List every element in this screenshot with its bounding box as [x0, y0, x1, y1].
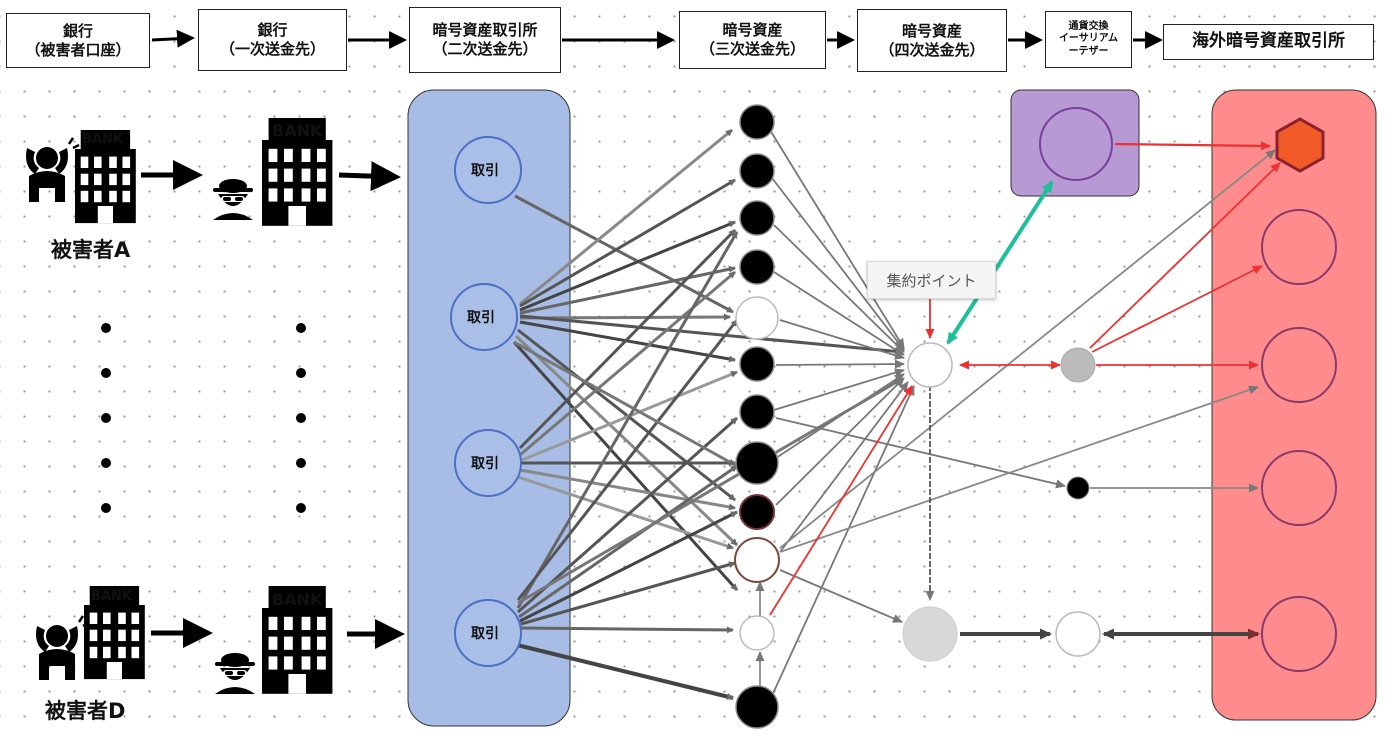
- svg-text:BANK: BANK: [91, 589, 133, 604]
- ellipsis-dots: [101, 323, 306, 513]
- wallet-node: [735, 685, 779, 729]
- victim-person-icon: [24, 136, 81, 204]
- svg-text:BANK: BANK: [82, 132, 124, 147]
- teal-swap-flow: [946, 180, 1054, 345]
- wallet-node: [735, 296, 779, 340]
- wallet-node: [739, 494, 775, 530]
- victim-a-row: BANK BANK: [24, 118, 401, 226]
- trade-node: [454, 136, 522, 204]
- wallet-node: [739, 249, 775, 285]
- header-step-third-transfer: 暗号資産 （三次送金先）: [679, 11, 826, 69]
- wallet-node: [739, 615, 775, 651]
- wallet-node: [739, 346, 775, 382]
- victim-d-row: BANK BANK: [34, 586, 405, 694]
- header-step-fourth-transfer: 暗号資産 （四次送金先）: [857, 9, 1007, 72]
- aggregation-point-label: 集約ポイント: [867, 261, 996, 299]
- trade-node: [450, 283, 518, 351]
- fourth-hop-node: [1055, 611, 1101, 657]
- trade-label: 取引: [471, 456, 499, 472]
- trade-node: [454, 429, 522, 497]
- wallet-to-aggregation-edges: [755, 129, 1276, 701]
- fourth-hop-node: [1060, 347, 1096, 383]
- wallet-node: [739, 153, 775, 189]
- trade-node: [454, 599, 522, 667]
- wallet-nodes: [734, 104, 780, 729]
- victim-a-label: 被害者A: [51, 238, 131, 262]
- hexagon-icon: [1275, 117, 1325, 173]
- wallet-node: [739, 394, 775, 430]
- swap-node: [1039, 107, 1113, 181]
- overseas-wallet: [1261, 450, 1337, 526]
- trade-label: 取引: [471, 626, 499, 642]
- svg-text:BANK: BANK: [272, 121, 323, 140]
- header-step-first-transfer: 銀行 （一次送金先）: [198, 9, 347, 71]
- hooded-criminal-icon: [213, 179, 253, 220]
- victim-person-icon: [34, 614, 91, 682]
- wallet-node: [739, 104, 775, 140]
- trade-to-wallet-edges: [512, 128, 903, 700]
- trade-label: 取引: [471, 163, 499, 179]
- header-step-currency-swap: 通貨交換 イーサリアム ーテザー: [1045, 11, 1132, 68]
- header-step-victim-bank: 銀行 （被害者口座）: [6, 13, 150, 68]
- overseas-wallet: [1261, 209, 1337, 285]
- wallet-node: [734, 537, 780, 583]
- fourth-hop-node: [1066, 476, 1090, 500]
- fourth-hop-node: [902, 606, 958, 662]
- exchange-panel: [407, 89, 571, 727]
- wallet-node: [735, 441, 779, 485]
- wallet-node: [739, 200, 775, 236]
- red-flows: [769, 141, 1281, 616]
- svg-text:BANK: BANK: [272, 590, 323, 609]
- header-step-crypto-exchange: 暗号資産取引所 （二次送金先）: [409, 7, 561, 73]
- header-step-overseas-exchange: 海外暗号資産取引所: [1163, 24, 1374, 60]
- aggregation-node: [907, 342, 953, 388]
- overseas-wallet: [1261, 596, 1337, 672]
- victim-d-label: 被害者D: [45, 699, 126, 723]
- trade-label: 取引: [467, 310, 495, 326]
- overseas-wallet: [1261, 327, 1337, 403]
- hooded-criminal-icon: [215, 653, 255, 694]
- overseas-nodes: [1261, 117, 1337, 672]
- trade-nodes: 取引 取引 取引 取引: [450, 136, 522, 667]
- header-arrows: [151, 29, 1163, 49]
